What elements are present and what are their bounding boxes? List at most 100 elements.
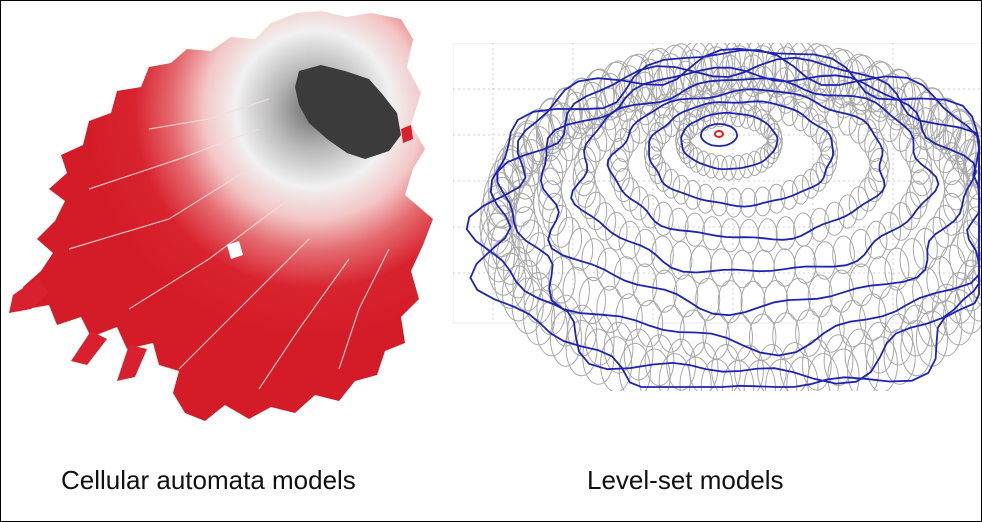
huygens-ellipse — [653, 201, 674, 236]
huygens-ellipse — [684, 83, 705, 118]
huygens-ellipse — [931, 98, 962, 151]
huygens-ellipse — [738, 218, 760, 254]
fire-front-contour — [648, 100, 835, 208]
burn-finger — [71, 331, 107, 365]
huygens-ellipse — [651, 235, 674, 275]
huygens-ellipse — [538, 180, 564, 224]
huygens-ellipse — [809, 207, 830, 242]
huygens-ellipse — [813, 241, 837, 280]
huygens-ellipse — [613, 167, 634, 203]
huygens-ellipse — [593, 202, 617, 241]
huygens-ellipse — [957, 139, 981, 187]
huygens-ellipse — [740, 280, 766, 324]
huygens-ellipse — [849, 228, 873, 268]
huygens-ellipse — [700, 43, 733, 96]
fire-front-contour — [606, 88, 886, 241]
huygens-ellipse — [483, 226, 516, 283]
huygens-ellipse — [900, 320, 933, 377]
huygens-ellipse — [832, 235, 855, 275]
huygens-ellipse — [868, 137, 889, 173]
burn-core — [295, 65, 401, 159]
huygens-ellipse — [618, 342, 651, 391]
huygens-ellipse — [609, 137, 630, 173]
huygens-ellipse — [632, 263, 658, 307]
huygens-ellipse — [791, 101, 810, 132]
huygens-ellipse — [972, 235, 981, 283]
huygens-ellipse — [865, 336, 898, 391]
huygens-ellipse — [596, 247, 622, 291]
fire-front-contour — [465, 47, 980, 385]
huygens-ellipse — [883, 69, 916, 126]
huygens-ellipse — [869, 147, 890, 183]
fire-front-contour — [680, 111, 779, 171]
huygens-ellipse — [963, 152, 981, 200]
huygens-ellipse — [542, 192, 568, 236]
huygens-ellipse — [557, 216, 583, 260]
huygens-ellipse — [795, 49, 823, 97]
huygens-ellipse — [668, 207, 689, 242]
huygens-ellipse — [581, 238, 607, 282]
huygens-ellipse — [695, 277, 721, 321]
huygens-ellipse — [662, 107, 681, 138]
huygens-ellipse — [578, 276, 607, 325]
huygens-ellipse — [819, 129, 838, 160]
fire-front-contours — [465, 47, 980, 388]
huygens-ellipse — [838, 300, 867, 348]
huygens-ellipse — [657, 53, 685, 101]
huygens-ellipse — [949, 232, 977, 280]
huygens-ellipse — [634, 228, 657, 268]
huygens-ellipse — [910, 157, 934, 197]
huygens-ellipse — [596, 285, 624, 333]
huygens-ellipse — [666, 338, 697, 391]
huygens-ellipse — [508, 192, 536, 241]
caption-cellular-automata: Cellular automata models — [61, 465, 356, 495]
huygens-ellipse — [878, 211, 902, 251]
huygens-ellipse — [525, 232, 554, 280]
huygens-ellipse — [689, 245, 713, 284]
huygens-ellipses — [479, 43, 981, 391]
huygens-ellipse — [899, 238, 925, 282]
huygens-ellipse — [668, 88, 689, 123]
huygens-ellipse — [644, 47, 675, 100]
huygens-ellipse — [857, 118, 878, 153]
huygens-ellipse — [955, 259, 981, 312]
huygens-ellipse — [942, 180, 968, 224]
huygens-ellipse — [695, 57, 721, 101]
huygens-ellipse — [884, 247, 910, 291]
huygens-ellipse — [967, 179, 981, 227]
huygens-ellipse — [562, 91, 590, 140]
huygens-ellipse — [634, 86, 657, 126]
huygens-ellipse — [896, 81, 924, 130]
huygens-ellipse — [640, 194, 661, 229]
huygens-ellipse — [722, 43, 755, 94]
huygens-ellipse — [490, 219, 521, 272]
huygens-ellipse — [703, 153, 720, 179]
unburned-patch — [227, 241, 243, 259]
huygens-ellipse — [847, 342, 880, 391]
huygens-ellipse — [780, 179, 799, 210]
huygens-ellipse — [609, 158, 630, 193]
huygens-ellipse — [957, 219, 981, 267]
huygens-ellipse — [938, 192, 964, 236]
cellular-automata-map — [9, 9, 433, 425]
huygens-ellipse — [654, 114, 673, 145]
huygens-ellipse — [648, 121, 667, 152]
huygens-ellipse — [535, 97, 568, 154]
huygens-ellipse — [807, 353, 840, 391]
huygens-ellipse — [837, 101, 858, 136]
burn-finger — [117, 345, 147, 381]
huygens-ellipse — [654, 161, 673, 192]
huygens-ellipse — [688, 342, 719, 391]
huygens-ellipse — [823, 47, 854, 100]
huygens-ellipse — [645, 129, 663, 160]
huygens-ellipse — [779, 342, 810, 391]
huygens-ellipse — [582, 328, 615, 385]
huygens-ellipse — [765, 43, 798, 96]
huygens-ellipse — [522, 289, 556, 346]
huygens-ellipse — [791, 174, 810, 205]
huygens-ellipse — [944, 167, 969, 211]
huygens-ellipse — [772, 312, 800, 360]
huygens-ellipse — [710, 89, 729, 120]
huygens-ellipse — [909, 146, 932, 185]
huygens-ellipse — [746, 150, 763, 177]
